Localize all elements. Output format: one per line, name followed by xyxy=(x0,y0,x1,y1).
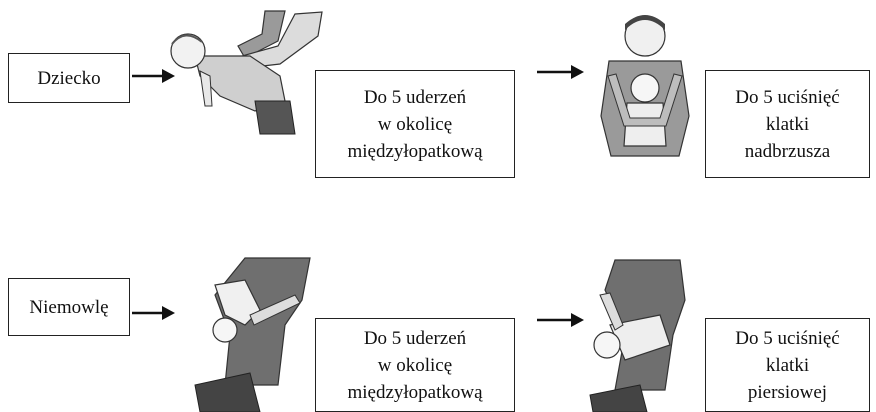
infant-step2-box: Do 5 uciśnięć klatki piersiowej xyxy=(705,318,870,412)
arrow-step1-to-step2-infant xyxy=(537,313,584,327)
child-step1-line2: w okolicę xyxy=(377,113,453,135)
infant-step1-line1: Do 5 uderzeń xyxy=(363,327,467,349)
arrow-step1-to-step2-child xyxy=(537,65,584,79)
infant-step1-line2: w okolicę xyxy=(377,354,453,376)
child-step2-line1: Do 5 uciśnięć xyxy=(735,86,840,108)
arrow-label-to-infant-illustration xyxy=(132,306,175,320)
child-step2-box: Do 5 uciśnięć klatki nadbrzusza xyxy=(705,70,870,178)
label-niemowle: Niemowlę xyxy=(29,296,109,318)
infant-step1-line3: międzyłopatkową xyxy=(347,381,483,403)
child-abdominal-thrusts-illustration xyxy=(600,15,690,157)
label-dziecko-box: Dziecko xyxy=(8,53,130,103)
infant-step2-line2: klatki xyxy=(765,354,810,376)
label-niemowle-box: Niemowlę xyxy=(8,278,130,336)
child-back-blows-illustration xyxy=(170,10,323,135)
infant-step2-line3: piersiowej xyxy=(747,381,828,403)
infant-step2-line1: Do 5 uciśnięć xyxy=(735,327,840,349)
infant-step1-box: Do 5 uderzeń w okolicę międzyłopatkową xyxy=(315,318,515,412)
label-dziecko: Dziecko xyxy=(37,67,101,89)
infant-back-blows-illustration xyxy=(194,257,311,412)
infant-chest-thrusts-illustration xyxy=(589,259,686,412)
child-step1-line1: Do 5 uderzeń xyxy=(363,86,467,108)
child-step1-box: Do 5 uderzeń w okolicę międzyłopatkową xyxy=(315,70,515,178)
child-step2-line2: klatki xyxy=(765,113,810,135)
child-step2-line3: nadbrzusza xyxy=(744,140,831,162)
arrow-label-to-child-illustration xyxy=(132,69,175,83)
child-step1-line3: międzyłopatkową xyxy=(347,140,483,162)
